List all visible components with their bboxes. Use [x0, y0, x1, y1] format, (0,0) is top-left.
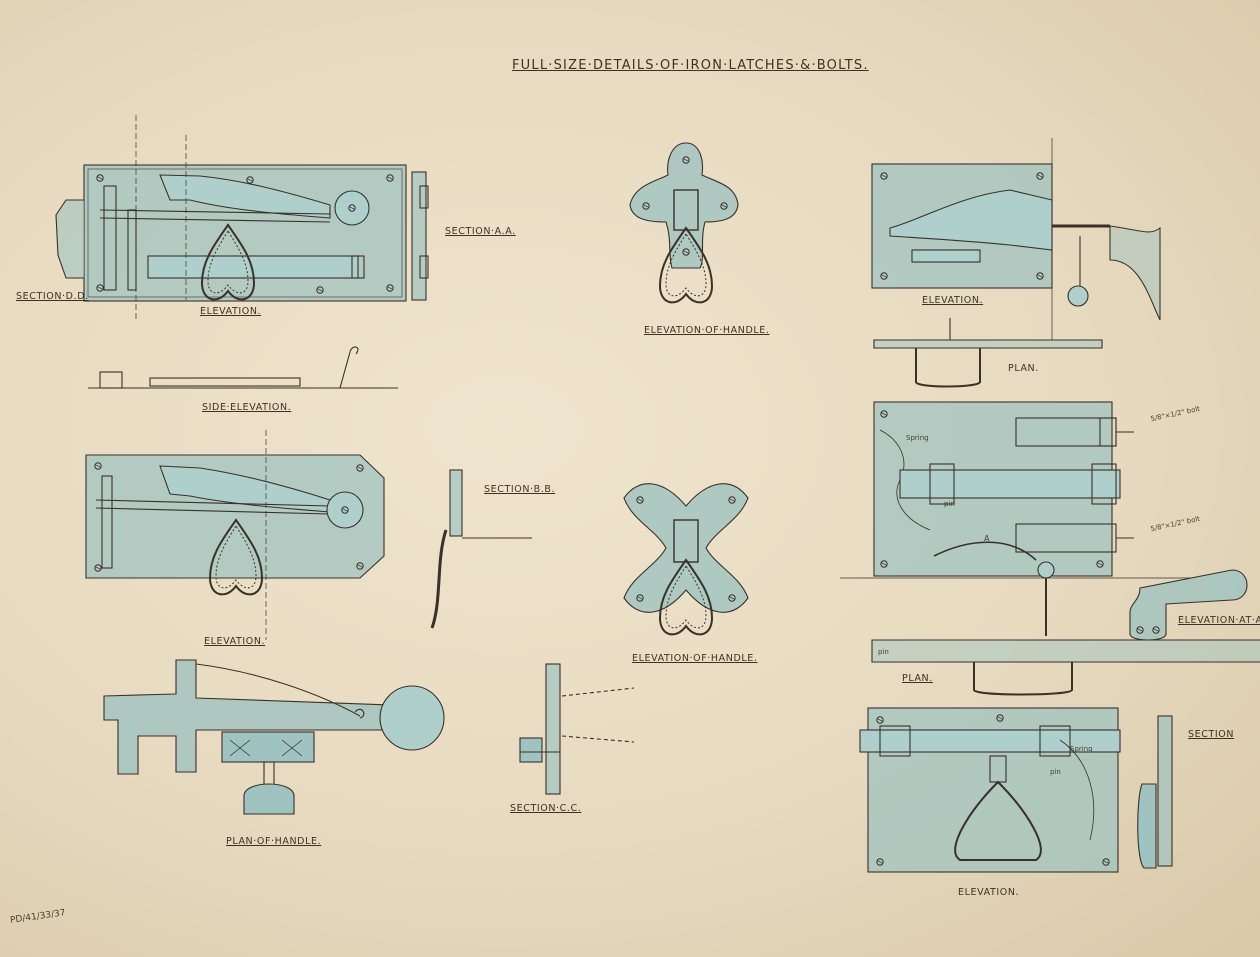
note-pin-1: pin: [944, 500, 955, 508]
latch-1-elevation: [55, 164, 407, 302]
label-elevation-of-handle-1: ELEVATION·OF·HANDLE.: [644, 325, 770, 336]
latch-4-plan: [871, 561, 1260, 696]
label-elevation-4: ELEVATION.: [958, 887, 1020, 898]
note-pin-3: pin: [1050, 768, 1061, 776]
latch-5-elevation: [859, 707, 1121, 873]
label-side-elevation: SIDE·ELEVATION.: [202, 402, 292, 413]
label-section-cc: SECTION·C.C.: [510, 803, 582, 814]
latch-1-side-elevation: [88, 346, 398, 389]
label-section-dd: SECTION·D.D.: [16, 291, 89, 302]
label-elevation-1: ELEVATION.: [200, 306, 262, 317]
label-elevation-2: ELEVATION.: [922, 295, 984, 306]
latch-4-elevation: [873, 401, 1134, 577]
section-cc: [519, 663, 635, 795]
label-plan-1: PLAN.: [1008, 363, 1039, 374]
note-mark-a: A: [984, 534, 990, 543]
latch-5-section: [1137, 715, 1173, 869]
label-section-bb: SECTION·B.B.: [484, 484, 556, 495]
note-spring-1: Spring: [906, 434, 929, 442]
latch-4-handle-elevation-at-a: [1129, 569, 1248, 641]
label-elevation-of-handle-2: ELEVATION·OF·HANDLE.: [632, 653, 758, 664]
label-plan-of-handle: PLAN·OF·HANDLE.: [226, 836, 322, 847]
label-elevation-3: ELEVATION.: [204, 636, 266, 647]
label-elevation-at-a: ELEVATION·AT·A: [1178, 615, 1260, 626]
handle-1-elevation: [629, 142, 739, 304]
plan-of-handle: [103, 659, 445, 815]
handle-2-elevation: [623, 483, 749, 636]
note-spring-2: Spring: [1070, 745, 1093, 753]
drawing-title: FULL·SIZE·DETAILS·OF·IRON·LATCHES·&·BOLT…: [512, 58, 869, 73]
label-section-right: SECTION: [1188, 729, 1235, 740]
note-pin-2: pin: [878, 648, 889, 656]
label-section-aa: SECTION·A.A.: [445, 226, 516, 237]
latch-3-elevation: [85, 454, 385, 596]
latch-1-section-aa: [411, 171, 429, 301]
label-plan-2: PLAN.: [902, 673, 933, 684]
latch-2-plan: [873, 318, 1103, 388]
latch-3-section-bb: [430, 469, 532, 629]
latch-2-elevation: [871, 163, 1161, 321]
